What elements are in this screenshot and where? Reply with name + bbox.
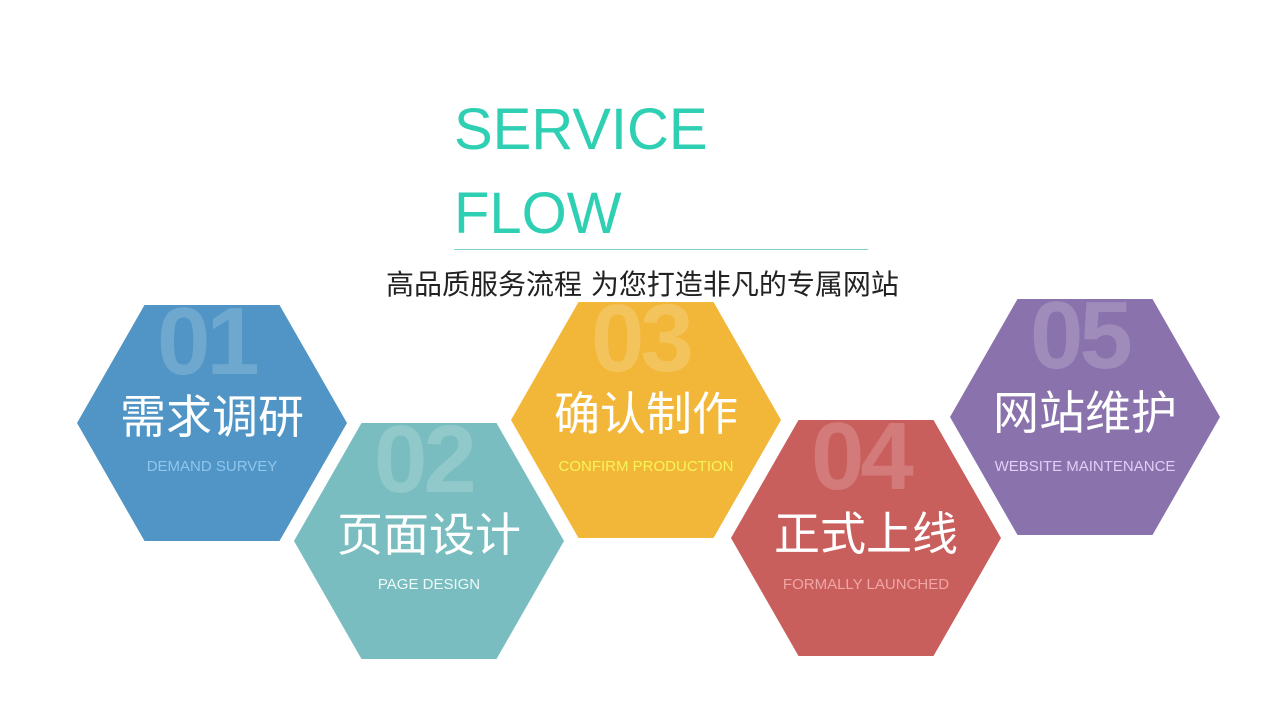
step-number: 04 <box>811 403 914 510</box>
step-title: 确认制作 <box>554 387 738 441</box>
title-service: SERVICE <box>454 97 708 162</box>
step-subtitle: FORMALLY LAUNCHED <box>782 576 950 593</box>
step-subtitle: DEMAND SURVEY <box>146 458 278 475</box>
step-number: 01 <box>157 288 260 395</box>
step-hex-formally-launched: 04 正式上线 FORMALLY LAUNCHED <box>731 420 1001 656</box>
step-hex-demand-survey: 01 需求调研 DEMAND SURVEY <box>77 305 347 541</box>
step-title: 页面设计 <box>337 508 521 562</box>
step-hex-confirm-production: 03 确认制作 CONFIRM PRODUCTION <box>511 302 781 538</box>
step-number: 05 <box>1030 282 1133 389</box>
step-subtitle: PAGE DESIGN <box>377 576 481 593</box>
step-subtitle: WEBSITE MAINTENANCE <box>994 458 1176 475</box>
step-hex-page-design: 02 页面设计 PAGE DESIGN <box>294 423 564 659</box>
title-divider <box>454 249 868 250</box>
title-flow: FLOW <box>454 181 622 246</box>
step-title: 正式上线 <box>774 507 958 561</box>
step-title: 需求调研 <box>120 390 304 444</box>
title-block: SERVICE FLOW <box>454 88 708 256</box>
step-number: 02 <box>374 406 477 513</box>
step-number: 03 <box>591 285 694 392</box>
step-subtitle: CONFIRM PRODUCTION <box>558 458 734 475</box>
step-hex-website-maintenance: 05 网站维护 WEBSITE MAINTENANCE <box>950 299 1220 535</box>
subtitle: 高品质服务流程 为您打造非凡的专属网站 <box>386 268 899 301</box>
step-title: 网站维护 <box>993 386 1177 440</box>
